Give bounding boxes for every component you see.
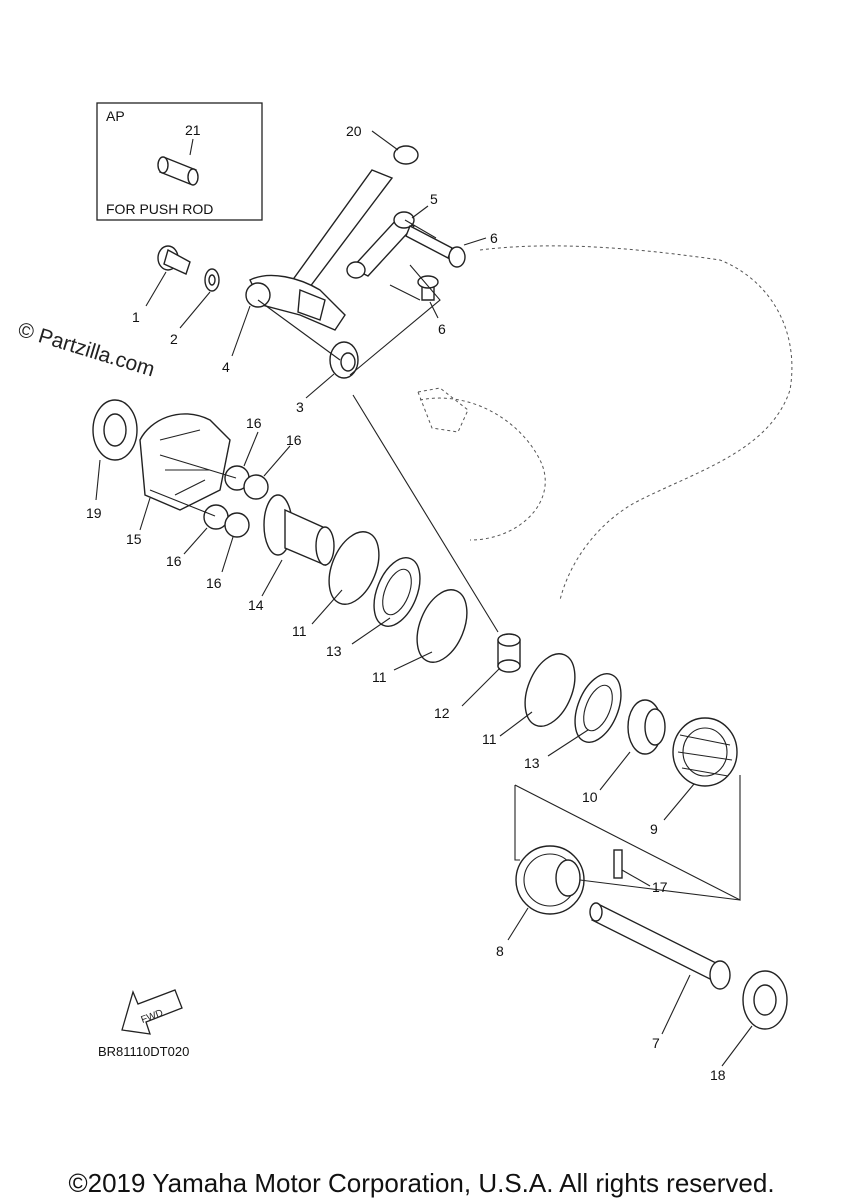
drawing-code: BR81110DT020 bbox=[98, 1044, 189, 1059]
callout-12: 12 bbox=[434, 705, 450, 721]
callout-5: 5 bbox=[430, 191, 438, 207]
ball-16d-icon bbox=[224, 512, 250, 538]
callout-17: 17 bbox=[652, 879, 668, 895]
friction-plate-11c-icon bbox=[524, 653, 576, 727]
inset-box: AP 21 FOR PUSH ROD bbox=[96, 102, 263, 221]
callout-11c: 11 bbox=[482, 731, 497, 747]
callout-18: 18 bbox=[710, 1067, 726, 1083]
callout-21: 21 bbox=[185, 122, 201, 138]
callout-labels: 20 5 6 6 1 2 4 3 16 16 19 15 16 16 14 11… bbox=[86, 123, 726, 1083]
collar-12-icon bbox=[497, 633, 521, 673]
bearing-18-icon bbox=[742, 970, 788, 1030]
friction-plate-11b-icon bbox=[416, 589, 468, 663]
spring-plate-13b-icon bbox=[574, 673, 622, 743]
kick-lever-icon bbox=[245, 145, 419, 331]
inset-label: FOR PUSH ROD bbox=[106, 201, 213, 217]
callout-13b: 13 bbox=[524, 755, 540, 771]
callout-4: 4 bbox=[222, 359, 230, 375]
callout-19: 19 bbox=[86, 505, 102, 521]
callout-15: 15 bbox=[126, 531, 142, 547]
kick-cam-15-icon bbox=[139, 413, 231, 511]
callout-2: 2 bbox=[170, 331, 178, 347]
kick-shaft-7-icon bbox=[589, 902, 731, 990]
bearing-19-icon bbox=[92, 399, 138, 461]
bolt-6a-icon bbox=[405, 225, 466, 268]
pin-1-icon bbox=[157, 245, 191, 275]
bushing-3-icon bbox=[329, 341, 359, 379]
callout-7: 7 bbox=[652, 1035, 660, 1051]
callout-14: 14 bbox=[248, 597, 264, 613]
callout-16d: 16 bbox=[206, 575, 222, 591]
spring-guide-10-icon bbox=[627, 699, 666, 755]
fwd-arrow-icon: FWD bbox=[121, 989, 183, 1035]
callout-6a: 6 bbox=[490, 230, 498, 246]
callout-1: 1 bbox=[132, 309, 140, 325]
callout-20: 20 bbox=[346, 123, 362, 139]
engine-case-ghost-outline bbox=[417, 245, 793, 601]
callout-16c: 16 bbox=[166, 553, 182, 569]
collar-14-icon bbox=[263, 494, 335, 567]
pin-17-icon bbox=[613, 849, 623, 879]
washer-2-icon bbox=[204, 268, 220, 292]
ball-16b-icon bbox=[243, 474, 269, 500]
callout-8: 8 bbox=[496, 943, 504, 959]
callout-9: 9 bbox=[650, 821, 658, 837]
callout-leaders bbox=[95, 130, 753, 1067]
callout-10: 10 bbox=[582, 789, 598, 805]
callout-6b: 6 bbox=[438, 321, 446, 337]
assembly-lines bbox=[149, 219, 741, 901]
friction-plate-11a-icon bbox=[328, 531, 380, 605]
spring-9-icon bbox=[672, 717, 738, 787]
spring-plate-13a-icon bbox=[373, 557, 421, 627]
callout-16a: 16 bbox=[246, 415, 262, 431]
callout-13a: 13 bbox=[326, 643, 342, 659]
callout-11a: 11 bbox=[292, 623, 307, 639]
callout-3: 3 bbox=[296, 399, 304, 415]
kick-gear-8-icon bbox=[515, 845, 585, 915]
bolt-6b-icon bbox=[417, 275, 439, 301]
inset-tag: AP bbox=[106, 108, 125, 124]
callout-16b: 16 bbox=[286, 432, 302, 448]
push-rod-pin-icon bbox=[157, 156, 199, 186]
lever-link-icon bbox=[346, 211, 416, 279]
copyright-notice: ©2019 Yamaha Motor Corporation, U.S.A. A… bbox=[68, 1168, 775, 1198]
callout-11b: 11 bbox=[372, 669, 387, 685]
